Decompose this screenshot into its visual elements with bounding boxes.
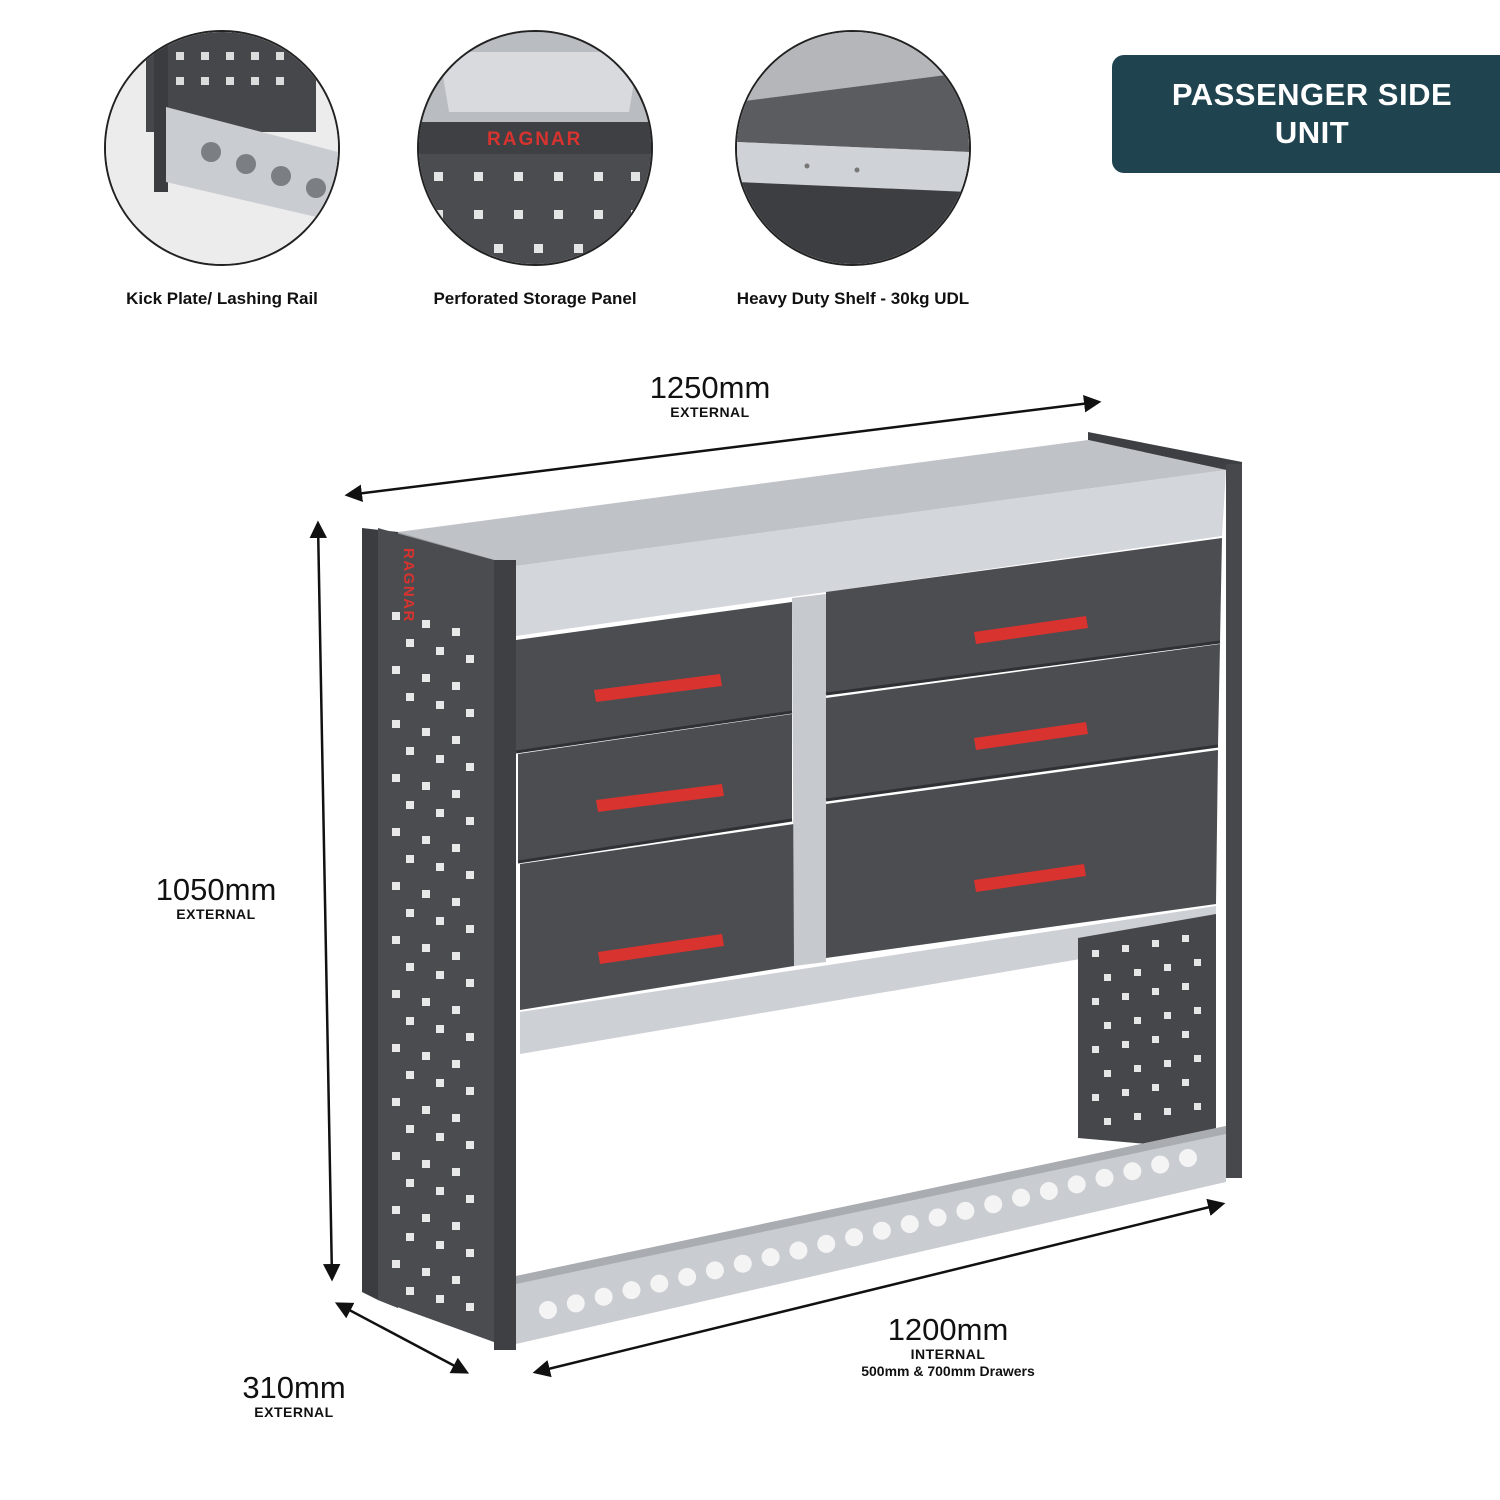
internal-value: 1200mm (887, 1312, 1009, 1347)
perforated-panel-image: RAGNAR (417, 30, 653, 266)
height-value: 1050mm (155, 872, 277, 907)
perforated-panel-caption: Perforated Storage Panel (433, 289, 637, 308)
handle-right-2 (974, 722, 1088, 750)
internal-note: 500mm & 700mm Drawers (861, 1363, 1035, 1379)
heavy-duty-shelf-image (735, 30, 971, 266)
depth-dimension-arrow (334, 1302, 470, 1374)
depth-value: 310mm (242, 1370, 346, 1405)
width-dimension: 1250mm EXTERNAL (610, 370, 810, 421)
handle-left-3 (598, 934, 724, 964)
feature-perforated-panel: RAGNAR Perforated Storage Panel (415, 30, 655, 310)
feature-heavy-duty-shelf: Heavy Duty Shelf - 30kg UDL (733, 30, 973, 310)
top-shelf (398, 440, 1226, 566)
drawer-left-1 (516, 602, 792, 752)
drawer-handles (594, 616, 1088, 964)
drawers-right (825, 538, 1222, 958)
passenger-side-badge: PASSENGER SIDE UNIT (1112, 55, 1500, 173)
height-dimension-arrow (309, 520, 341, 1282)
kick-plate-caption: Kick Plate/ Lashing Rail (126, 289, 318, 308)
heavy-duty-shelf-caption: Heavy Duty Shelf - 30kg UDL (736, 289, 970, 308)
width-label: EXTERNAL (670, 404, 750, 420)
feature-kick-plate: Kick Plate/ Lashing Rail (102, 30, 342, 310)
drawer-right-1 (826, 538, 1222, 694)
handle-left-2 (596, 784, 724, 812)
brand-logo: RAGNAR (400, 548, 417, 623)
drawer-right-2 (826, 644, 1220, 800)
width-dimension-arrow (344, 395, 1102, 502)
back-lower-panel (1078, 914, 1216, 1150)
drawer-right-3 (826, 750, 1218, 958)
badge-text: PASSENGER SIDE UNIT (1171, 77, 1453, 150)
handle-left-1 (594, 674, 722, 702)
height-label: EXTERNAL (176, 906, 256, 922)
kick-plate-image (104, 30, 340, 266)
drawer-left-3 (520, 824, 794, 1010)
internal-dimension-arrow (532, 1198, 1226, 1378)
drawers-left (515, 602, 794, 1010)
drawer-left-2 (518, 714, 792, 862)
left-front-panel (378, 528, 516, 1350)
depth-label: EXTERNAL (254, 1404, 334, 1420)
center-divider (792, 594, 826, 966)
height-dimension: 1050mm EXTERNAL (116, 872, 316, 923)
brand-logo-small: RAGNAR (487, 129, 582, 150)
middle-shelf (520, 906, 1216, 1054)
internal-label: INTERNAL (910, 1346, 986, 1362)
width-value: 1250mm (649, 370, 771, 405)
depth-dimension: 310mm EXTERNAL (194, 1370, 394, 1421)
handle-right-1 (974, 616, 1088, 644)
internal-dimension: 1200mm INTERNAL 500mm & 700mm Drawers (798, 1314, 1098, 1380)
handle-right-3 (974, 864, 1086, 892)
kick-plate (516, 1126, 1226, 1344)
